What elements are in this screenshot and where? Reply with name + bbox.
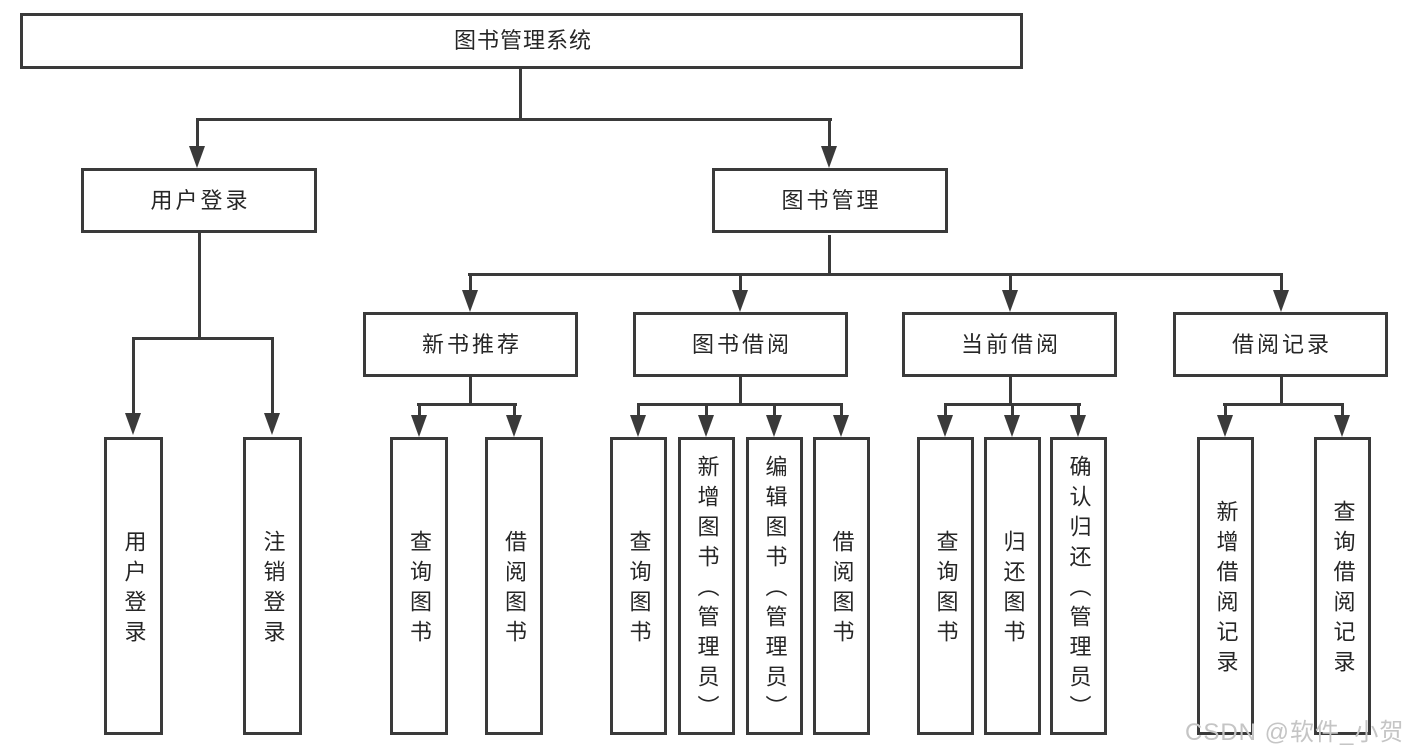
connector-to-new-book-line [469, 273, 472, 293]
leaf-user-login: 用户登录 [104, 437, 163, 735]
node-new-book-recommend: 新书推荐 [363, 312, 578, 377]
node-current-borrowing: 当前借阅 [902, 312, 1117, 377]
connector-to-leaf-user-login-line [132, 337, 135, 417]
arrow-to-leaf [506, 415, 522, 437]
connector-leaf-line [840, 403, 843, 417]
leaf-borrow-books-newbook: 借阅图书 [485, 437, 543, 735]
connector-to-current-borrowing-line [1009, 273, 1012, 293]
connector-leaf-line [637, 403, 640, 417]
connector-book-borrowing-stub [739, 377, 742, 405]
arrow-to-leaf [630, 415, 646, 437]
arrow-to-leaf [698, 415, 714, 437]
connector-new-book-stub [469, 377, 472, 405]
leaf-query-borrow-record: 查询借阅记录 [1314, 437, 1371, 735]
connector-to-user-login-line [196, 118, 199, 148]
arrow-to-new-book [462, 290, 478, 312]
connector-leaf-line [944, 403, 947, 417]
connector-level1-hline [196, 118, 832, 121]
node-book-management: 图书管理 [712, 168, 948, 233]
leaf-logout: 注销登录 [243, 437, 302, 735]
leaf-query-books-current: 查询图书 [917, 437, 974, 735]
connector-root-stub [519, 68, 522, 120]
connector-level3-hline [468, 273, 1282, 276]
node-book-borrowing: 图书借阅 [633, 312, 848, 377]
arrow-to-leaf [1334, 415, 1350, 437]
connector-new-book-hline [417, 403, 517, 406]
node-user-login: 用户登录 [81, 168, 317, 233]
connector-current-borrowing-stub [1009, 377, 1012, 405]
connector-leaf-line [513, 403, 516, 417]
leaf-add-borrow-record: 新增借阅记录 [1197, 437, 1254, 735]
connector-to-leaf-logout-line [271, 337, 274, 417]
arrow-to-borrow-records [1273, 290, 1289, 312]
leaf-query-books-borrowing: 查询图书 [610, 437, 667, 735]
arrow-to-current-borrowing [1002, 290, 1018, 312]
connector-book-management-stub [828, 235, 831, 276]
leaf-query-books-newbook: 查询图书 [390, 437, 448, 735]
connector-user-login-stub [198, 232, 201, 340]
connector-leaf-line [418, 403, 421, 417]
arrow-to-leaf [766, 415, 782, 437]
connector-leaf-line [1341, 403, 1344, 417]
connector-leaf-line [1224, 403, 1227, 417]
node-root: 图书管理系统 [20, 13, 1023, 69]
arrow-to-book-management [821, 146, 837, 168]
watermark: CSDN @软件_小贺同学 [1185, 719, 1405, 746]
connector-borrow-records-stub [1280, 377, 1283, 405]
connector-to-book-borrowing-line [739, 273, 742, 293]
arrow-to-leaf [411, 415, 427, 437]
leaf-add-books-admin: 新增图书（管理员） [678, 437, 735, 735]
arrow-to-book-borrowing [732, 290, 748, 312]
leaf-edit-books-admin: 编辑图书（管理员） [746, 437, 803, 735]
leaf-borrow-books-borrowing: 借阅图书 [813, 437, 870, 735]
arrow-to-leaf [1217, 415, 1233, 437]
connector-leaf-line [1077, 403, 1080, 417]
connector-user-login-hline [132, 337, 274, 340]
arrow-to-leaf [937, 415, 953, 437]
connector-leaf-line [705, 403, 708, 417]
connector-borrow-records-hline [1223, 403, 1344, 406]
arrow-to-user-login [189, 146, 205, 168]
arrow-to-leaf-logout [264, 413, 280, 435]
arrow-to-leaf [1070, 415, 1086, 437]
arrow-to-leaf-user-login [125, 413, 141, 435]
connector-leaf-line [773, 403, 776, 417]
arrow-to-leaf [1004, 415, 1020, 437]
leaf-return-books: 归还图书 [984, 437, 1041, 735]
connector-to-book-management-line [828, 118, 831, 148]
node-borrow-records: 借阅记录 [1173, 312, 1388, 377]
arrow-to-leaf [833, 415, 849, 437]
connector-to-borrow-records-line [1280, 273, 1283, 293]
connector-book-borrowing-hline [637, 403, 843, 406]
leaf-confirm-return-admin: 确认归还（管理员） [1050, 437, 1107, 735]
connector-leaf-line [1011, 403, 1014, 417]
